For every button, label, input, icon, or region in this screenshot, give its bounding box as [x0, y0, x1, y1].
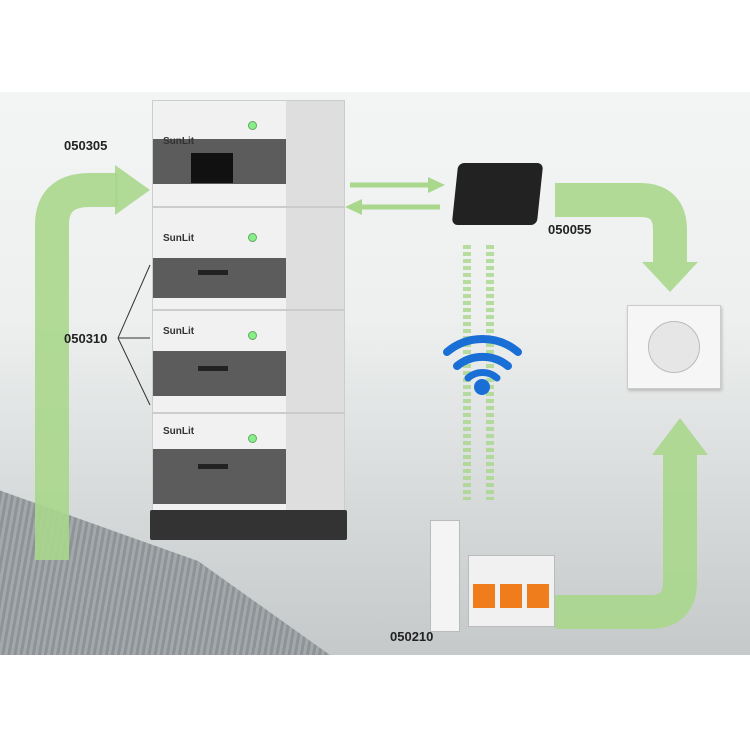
- arrowhead-socket-bottom: [652, 418, 708, 455]
- label-inverter: 050055: [548, 222, 592, 237]
- battery-base: [150, 510, 347, 540]
- status-led: [248, 331, 257, 340]
- battery-module: SunLit: [152, 310, 345, 413]
- power-socket-icon: [627, 305, 721, 389]
- arrowhead-to-battery: [345, 199, 362, 215]
- status-led: [248, 121, 257, 130]
- smart-meter: [430, 520, 460, 632]
- battery-module: SunLit: [152, 413, 345, 513]
- arrowhead-socket-top: [642, 262, 698, 292]
- arrowhead-battery: [115, 165, 150, 215]
- sunlit-logo: SunLit: [163, 426, 195, 437]
- sunlit-logo: SunLit: [163, 233, 195, 244]
- micro-inverter: [451, 163, 544, 225]
- arrow-breaker-to-socket: [555, 455, 697, 629]
- arrow-inverter-to-socket: [555, 183, 687, 262]
- display-screen: [191, 153, 233, 183]
- status-led: [248, 434, 257, 443]
- label-battery-expansion: 050310: [64, 331, 108, 346]
- label-battery-master: 050305: [64, 138, 108, 153]
- arrow-panel-to-battery: [35, 173, 118, 560]
- expansion-leader-lines: [117, 264, 151, 406]
- sunlit-logo: SunLit: [163, 136, 195, 147]
- arrowhead-to-inverter: [428, 177, 445, 193]
- status-led: [248, 233, 257, 242]
- wifi-icon: [443, 335, 522, 395]
- battery-module: SunLit: [152, 207, 345, 310]
- label-smart-meter: 050210: [390, 629, 434, 644]
- circuit-breaker: [468, 555, 555, 627]
- battery-master-unit: SunLit: [152, 100, 345, 207]
- sunlit-logo: SunLit: [163, 326, 195, 337]
